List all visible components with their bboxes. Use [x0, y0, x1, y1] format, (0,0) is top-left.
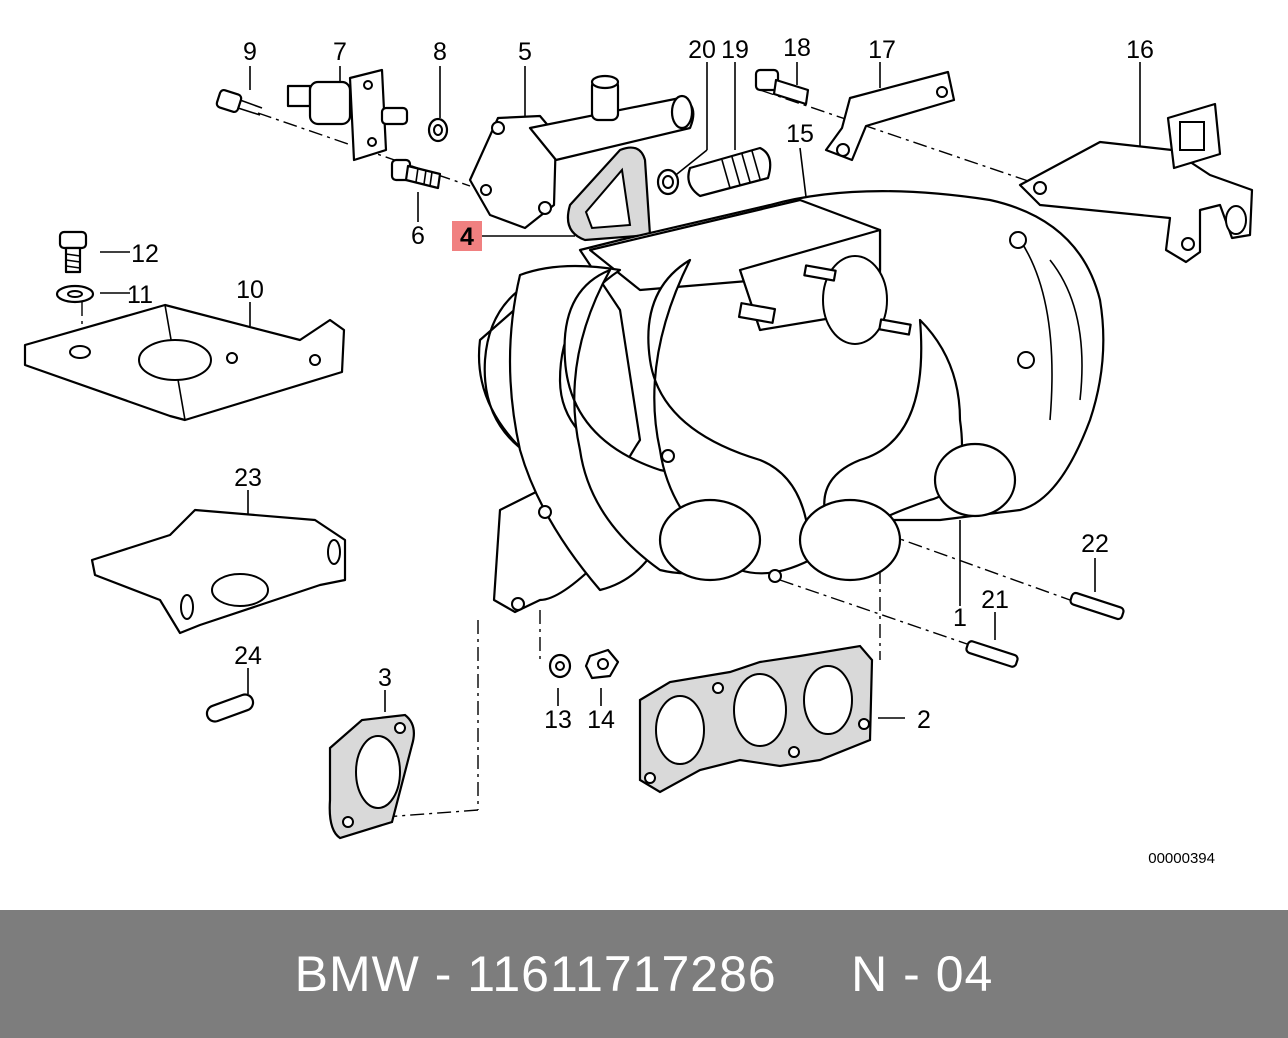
callout-15: 15 — [786, 120, 814, 148]
callout-7: 7 — [333, 38, 347, 66]
part-1-manifold — [477, 190, 1105, 614]
part-12-screw — [58, 230, 88, 274]
part-2-gasket — [638, 644, 874, 794]
part-24-pin — [205, 693, 255, 723]
part-14-nut — [584, 648, 620, 680]
callout-labels: 9 7 8 5 20 19 18 17 16 15 6 4 12 11 10 2… — [127, 34, 1154, 734]
footer-bar: BMW - 11611717286 N - 04 — [0, 910, 1288, 1038]
part-17-bracket — [824, 70, 956, 162]
part-3-gasket — [328, 713, 415, 840]
callout-11: 11 — [127, 281, 153, 309]
part-13-washer — [548, 653, 572, 679]
callout-10: 10 — [236, 276, 264, 304]
callout-17: 17 — [868, 36, 896, 64]
parts-diagram: 9 7 8 5 20 19 18 17 16 15 6 4 12 11 10 2… — [23, 34, 1254, 867]
footer-part-number: BMW - 11611717286 N - 04 — [294, 946, 994, 1002]
part-6-bolt — [390, 158, 442, 190]
callout-12: 12 — [131, 240, 159, 268]
callout-23: 23 — [234, 464, 262, 492]
part-22-stud — [1069, 591, 1125, 621]
part-20-oring — [656, 168, 680, 196]
callout-5: 5 — [518, 38, 532, 66]
callout-21: 21 — [981, 586, 1009, 614]
part-21-stud — [965, 640, 1019, 668]
part-10-bracket — [23, 303, 346, 422]
callout-20: 20 — [688, 36, 716, 64]
part-18-bolt — [754, 68, 810, 106]
part-5-pipe-housing — [468, 74, 695, 230]
part-9-bolt — [215, 88, 263, 116]
part-19-sleeve — [687, 146, 772, 198]
callout-24: 24 — [234, 642, 262, 670]
callout-3: 3 — [378, 664, 392, 692]
callout-13: 13 — [544, 706, 572, 734]
callout-6: 6 — [411, 222, 425, 250]
callout-4: 4 — [460, 223, 474, 251]
callout-16: 16 — [1126, 36, 1154, 64]
highlight-box — [452, 221, 482, 251]
callout-19: 19 — [721, 36, 749, 64]
part-8-washer — [427, 117, 449, 143]
callout-18: 18 — [783, 34, 811, 62]
part-4-gasket — [566, 146, 652, 242]
callout-1: 1 — [953, 604, 967, 632]
callout-22: 22 — [1081, 530, 1109, 558]
reference-number: 00000394 — [1148, 850, 1215, 867]
part-11-washer — [55, 284, 95, 304]
part-16-bracket — [1018, 102, 1254, 264]
callout-9: 9 — [243, 38, 257, 66]
part-7-sensor — [286, 68, 409, 162]
part-23-bracket — [90, 508, 347, 635]
callout-14: 14 — [587, 706, 615, 734]
callout-8: 8 — [433, 38, 447, 66]
callout-2: 2 — [917, 706, 931, 734]
